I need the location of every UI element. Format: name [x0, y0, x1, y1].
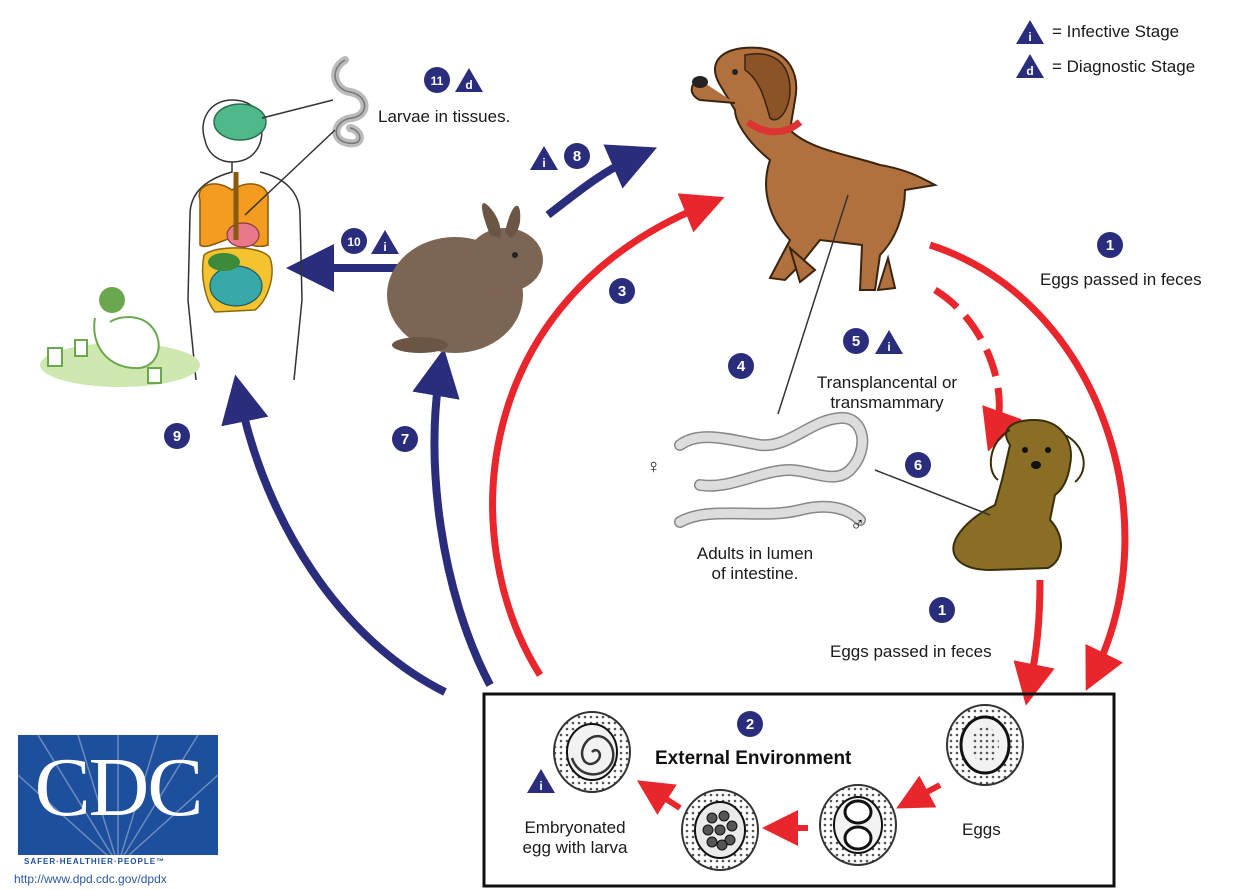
arrow-env-to-rabbit [434, 372, 490, 685]
svg-text:10: 10 [347, 235, 361, 249]
step-5-infective-icon: i [875, 330, 903, 354]
cdc-logo-word: CDC [18, 743, 218, 833]
arrow-puppy-to-env [1030, 580, 1040, 685]
svg-text:4: 4 [737, 358, 746, 375]
step-7-badge: 7 [392, 426, 418, 452]
svg-text:9: 9 [173, 428, 181, 445]
svg-text:11: 11 [431, 74, 444, 88]
legend-infective-icon: i [1016, 20, 1044, 44]
adults-line-2: of intestine. [680, 564, 830, 584]
embryonated-egg-label: Embryonated egg with larva [505, 818, 645, 857]
step-3-badge: 3 [609, 278, 635, 304]
legend-diagnostic-label: = Diagnostic Stage [1052, 57, 1195, 77]
adult-dog [692, 48, 935, 290]
svg-text:3: 3 [618, 283, 626, 300]
egg-two-cell [820, 785, 896, 865]
step-1-top-badge: 1 [1097, 232, 1123, 258]
egg-morula [682, 790, 758, 870]
step-5-badge: 5 [843, 328, 869, 354]
arrow-rabbit-to-dog [548, 157, 635, 215]
svg-text:i: i [542, 156, 545, 170]
embryonated-line-2: egg with larva [505, 838, 645, 858]
eggs-label: Eggs [962, 820, 1001, 840]
step-9-badge: 9 [164, 423, 190, 449]
svg-text:i: i [1028, 30, 1031, 44]
male-symbol: ♂ [850, 514, 865, 537]
egg-unembryonated [947, 705, 1023, 785]
svg-text:i: i [539, 779, 542, 793]
svg-text:8: 8 [573, 148, 581, 165]
legend-infective-label: = Infective Stage [1052, 22, 1179, 42]
adults-line-1: Adults in lumen [680, 544, 830, 564]
cdc-url-link[interactable]: http://www.dpd.cdc.gov/dpdx [14, 872, 167, 886]
eggs-passed-top-label: Eggs passed in feces [1040, 270, 1202, 290]
cdc-logo: CDC [18, 735, 218, 855]
arrow-egg-1-to-2 [912, 785, 940, 800]
step-10-infective-icon: i [371, 230, 399, 254]
svg-text:d: d [1026, 64, 1033, 78]
larvae-in-tissues-label: Larvae in tissues. [378, 107, 510, 127]
svg-text:7: 7 [401, 431, 409, 448]
female-symbol: ♀ [646, 456, 661, 479]
human-figure [188, 100, 302, 380]
step-11-badge: 11 [424, 67, 450, 93]
step-11-diagnostic-icon: d [455, 68, 483, 92]
external-environment-title: External Environment [655, 748, 851, 770]
svg-text:5: 5 [852, 333, 860, 350]
step-2-badge: 2 [737, 711, 763, 737]
svg-text:2: 2 [746, 716, 754, 733]
adult-worms [680, 418, 862, 522]
embryonated-line-1: Embryonated [505, 818, 645, 838]
step-8-badge: 8 [564, 143, 590, 169]
svg-text:d: d [465, 78, 472, 92]
svg-text:1: 1 [1106, 237, 1114, 254]
step-4-badge: 4 [728, 353, 754, 379]
egg-embryonated-larva [554, 712, 630, 792]
embryonated-infective-icon: i [527, 769, 555, 793]
adults-in-lumen-label: Adults in lumen of intestine. [680, 544, 830, 583]
child-in-sandbox [40, 287, 200, 387]
legend-diagnostic-icon: d [1016, 54, 1044, 78]
svg-text:i: i [887, 340, 890, 354]
step-6-badge: 6 [905, 452, 931, 478]
step-10-badge: 10 [341, 228, 367, 254]
pointer-puppy-to-worms [875, 470, 990, 515]
arrow-egg-3-to-4 [652, 790, 680, 808]
svg-text:6: 6 [914, 457, 922, 474]
svg-text:i: i [383, 240, 386, 254]
transplacental-line-1: Transplancental or [792, 373, 982, 393]
step-8-infective-icon: i [530, 146, 558, 170]
rabbit [387, 203, 543, 353]
transplacental-label: Transplancental or transmammary [792, 373, 982, 412]
puppy [953, 420, 1083, 570]
transplacental-line-2: transmammary [792, 393, 982, 413]
step-1-bottom-badge: 1 [929, 597, 955, 623]
svg-text:1: 1 [938, 602, 946, 619]
eggs-passed-bottom-label: Eggs passed in feces [830, 642, 992, 662]
cdc-tagline: SAFER·HEALTHIER·PEOPLE™ [24, 857, 165, 866]
